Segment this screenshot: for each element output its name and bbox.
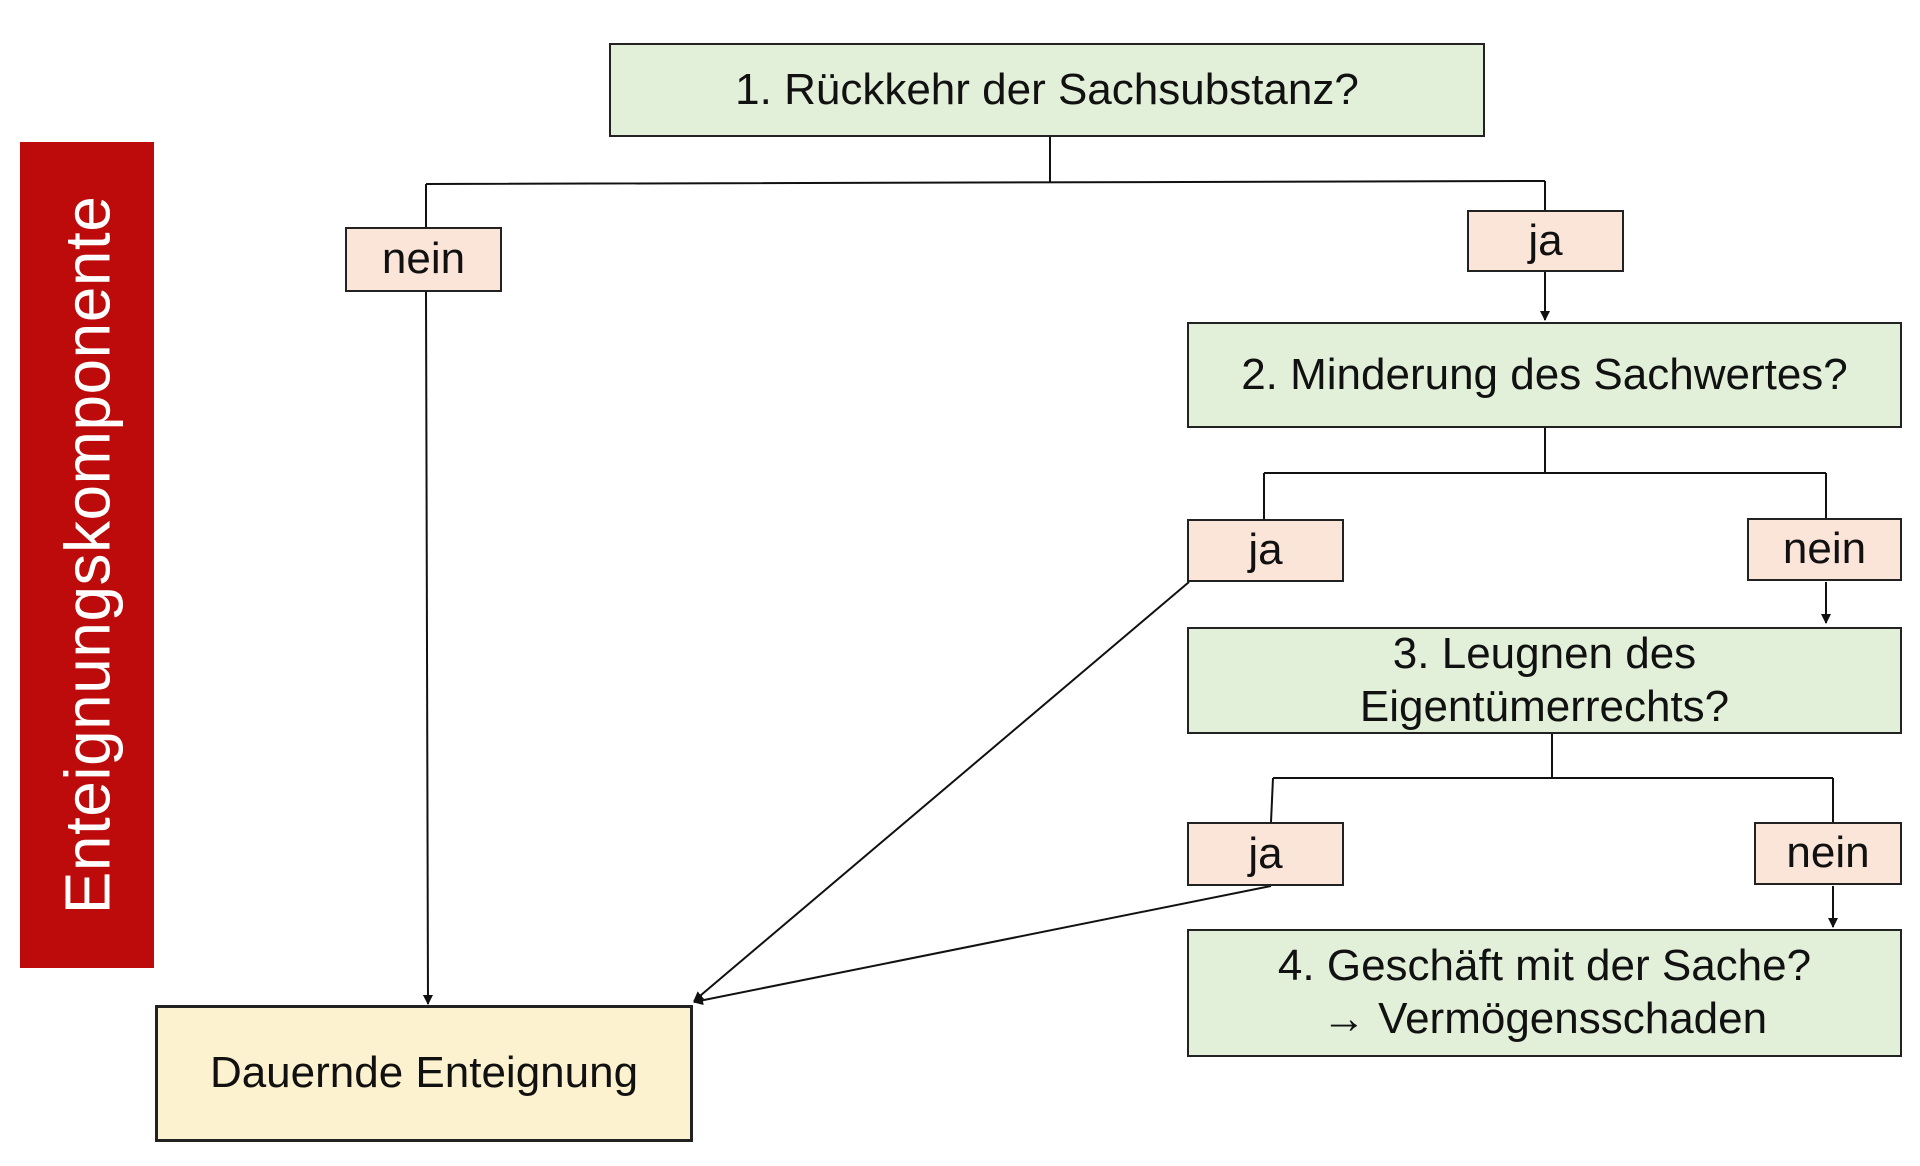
q1-no-arrow — [422, 291, 433, 1005]
q2-yes-arrow — [693, 581, 1190, 1002]
question-4-box: 4. Geschäft mit der Sache? → Vermögenssc… — [1187, 929, 1902, 1057]
q1-answer-no-label: nein — [381, 234, 466, 284]
q3-branch-line — [1270, 734, 1834, 823]
q2-branch-line — [1263, 428, 1827, 519]
q2-answer-no: nein — [1747, 518, 1902, 581]
q2-answer-yes-label: ja — [1248, 525, 1283, 575]
question-2-text: 2. Minderung des Sachwertes? — [1241, 349, 1848, 399]
q2-answer-yes: ja — [1187, 519, 1344, 582]
q3-answer-yes-label: ja — [1248, 828, 1283, 878]
q1-answer-yes: ja — [1467, 210, 1624, 272]
q1-answer-yes-label: ja — [1528, 215, 1563, 265]
result-text: Dauernde Enteignung — [209, 1048, 639, 1098]
result-box: Dauernde Enteignung — [155, 1005, 693, 1142]
question-1-text: 1. Rückkehr der Sachsubstanz? — [735, 64, 1359, 114]
q3-answer-yes: ja — [1187, 822, 1344, 886]
q1-answer-no: nein — [345, 227, 502, 292]
side-banner: Enteignungskomponente — [20, 142, 154, 968]
question-3-box: 3. Leugnen des Eigentümerrechts? — [1187, 627, 1902, 734]
question-3-line-2: Eigentümerrechts? — [1359, 681, 1730, 731]
question-4-line-1: 4. Geschäft mit der Sache? — [1277, 941, 1812, 991]
q2-answer-no-label: nein — [1782, 524, 1867, 574]
q1-branch-line — [425, 137, 1546, 227]
question-3-line-1: 3. Leugnen des — [1392, 628, 1697, 678]
question-1-box: 1. Rückkehr der Sachsubstanz? — [609, 43, 1485, 137]
question-4-line-2: → Vermögensschaden — [1321, 994, 1768, 1043]
question-2-box: 2. Minderung des Sachwertes? — [1187, 322, 1902, 428]
q3-yes-arrow — [693, 885, 1272, 1006]
q3-answer-no: nein — [1754, 822, 1902, 885]
q3-answer-no-label: nein — [1786, 828, 1870, 878]
